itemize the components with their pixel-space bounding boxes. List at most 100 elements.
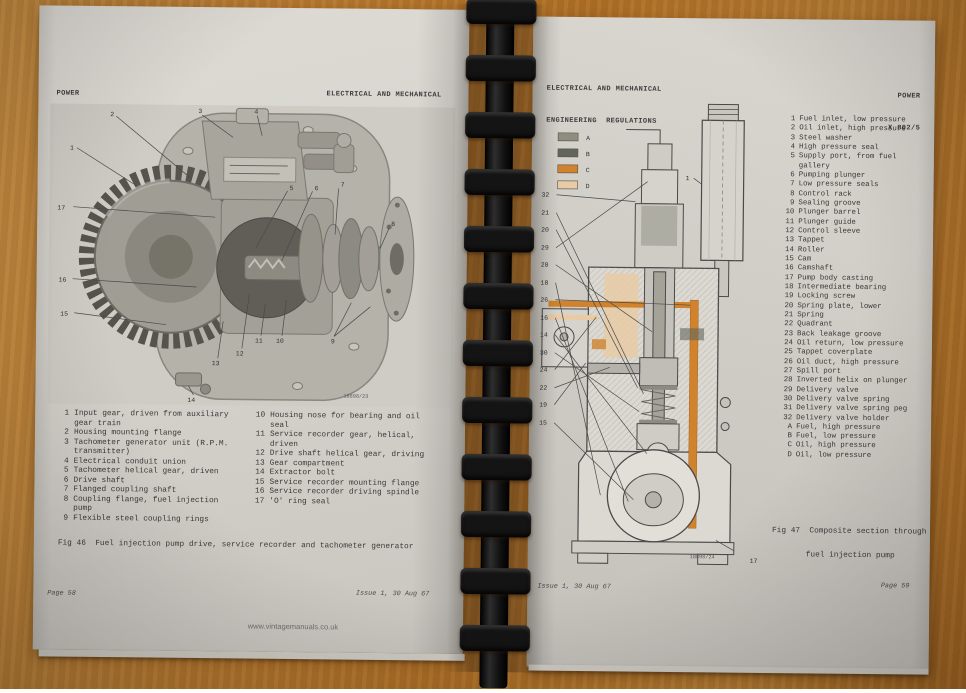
left-page: POWER X 802/5 ELECTRICAL AND MECHANICAL … <box>33 5 470 653</box>
binding-tooth <box>462 397 532 424</box>
part-label: Locking screw <box>797 293 928 304</box>
part-number: 1 <box>53 410 69 429</box>
part-number: 25 <box>780 348 793 357</box>
binding-tooth <box>463 283 533 310</box>
part-number: 14 <box>249 469 265 479</box>
legend-swatch-a <box>558 133 578 141</box>
figure-47-caption: Fig 47 Composite section through fuel in… <box>772 511 931 577</box>
parts-list-item: 18 Intermediate bearing <box>780 283 928 294</box>
part-label: Delivery valve <box>796 386 927 397</box>
legend-swatch-d <box>558 181 578 189</box>
binding-tooth <box>463 340 533 367</box>
part-number: 8 <box>52 495 68 514</box>
parts-list-item: 7 Low pressure seals <box>782 180 930 191</box>
parts-list-item: 32 Delivery valve holder <box>779 414 927 425</box>
pump-body <box>587 267 719 452</box>
part-label: Fuel inlet, low pressure <box>799 115 930 126</box>
parts-list-item: 5 Tachometer helical gear, driven <box>53 467 241 478</box>
part-number: 11 <box>249 431 265 450</box>
part-label: Tachometer generator unit (R.P.M. transm… <box>74 438 241 459</box>
parts-list-item: 1 Input gear, driven from auxiliary gear… <box>53 410 241 431</box>
parts-list-item: 14 Roller <box>781 246 929 257</box>
part-label: Input gear, driven from auxiliary gear t… <box>74 410 241 431</box>
parts-list-item: 13 Gear compartment <box>249 459 439 470</box>
fuel-inlet-cylinder <box>701 120 744 260</box>
parts-list-item: 10 Plunger barrel <box>781 208 929 219</box>
cam <box>623 473 684 526</box>
figure-reference-number: 18898/23 <box>343 394 368 400</box>
callout-number: 9 <box>331 338 335 345</box>
legend-swatch-c <box>558 165 578 173</box>
parts-list-item: 17 Pump body casting <box>781 274 929 285</box>
binding-tooth <box>460 625 530 652</box>
part-number: 12 <box>249 450 265 460</box>
parts-list-item: 23 Back leakage groove <box>780 330 928 341</box>
parts-list-item: 16 Service recorder driving spindle <box>248 488 438 499</box>
left-page-number: Page 58 <box>47 589 76 597</box>
callout-number: 6 <box>315 185 319 192</box>
low-pressure-oil-region <box>604 273 639 357</box>
part-number: 3 <box>53 438 69 457</box>
figure-46-caption: Fig 46 Fuel injection pump drive, servic… <box>58 540 450 552</box>
legend-label: D <box>586 183 590 190</box>
part-label: Delivery valve holder <box>796 414 927 425</box>
part-number: 28 <box>780 376 793 385</box>
binding-tooth <box>464 226 534 253</box>
callout-number: 7 <box>341 182 345 189</box>
parts-list-fig46-col2: 10 Housing nose for bearing and oil seal… <box>248 412 439 509</box>
part-number: 7 <box>52 485 68 495</box>
part-number: A <box>779 423 792 432</box>
part-number: 5 <box>53 467 69 477</box>
part-label: Service recorder gear, helical, driven <box>270 431 439 452</box>
part-label: Tachometer helical gear, driven <box>74 467 241 478</box>
parts-list-item: 9 Sealing groove <box>781 199 929 210</box>
legend-label: A <box>586 135 590 142</box>
callout-number: 3 <box>198 108 202 115</box>
parts-list-item: 24 Oil return, low pressure <box>780 339 928 350</box>
part-label: Oil return, low pressure <box>797 339 928 350</box>
part-number: 9 <box>52 514 68 524</box>
parts-list-item: 19 Locking screw <box>780 292 928 303</box>
parts-list-item: 3 Tachometer generator unit (R.P.M. tran… <box>53 438 241 459</box>
part-label: 'O' ring seal <box>269 497 438 508</box>
parts-list-item: 11 Plunger guide <box>781 218 929 229</box>
binding-tooth <box>461 511 531 538</box>
parts-list-item: 12 Drive shaft helical gear, driving <box>249 450 439 461</box>
part-number: 23 <box>780 330 793 339</box>
legend-label: B <box>586 151 590 158</box>
part-number: 12 <box>781 227 794 236</box>
binding-tooth <box>466 55 536 82</box>
callout-number: 13 <box>212 360 220 367</box>
parts-list-item: 5 Supply port, from fuel gallery <box>782 152 930 172</box>
part-number: 2 <box>782 124 795 133</box>
figure-47-composite-section: A B C D <box>538 101 783 578</box>
parts-list-item: C Oil, high pressure <box>779 442 927 453</box>
parts-list-item: 12 Control sleeve <box>781 227 929 238</box>
part-number: 11 <box>781 218 794 227</box>
parts-list-item: 6 Drive shaft <box>52 476 240 487</box>
part-label: Control rack <box>798 190 929 201</box>
callout-number: 17 <box>750 558 758 565</box>
part-number: 22 <box>780 320 793 329</box>
part-label: Quadrant <box>797 321 928 332</box>
part-number: B <box>779 432 792 441</box>
parts-list-item: 3 Steel washer <box>782 134 930 145</box>
part-number: 5 <box>782 152 795 171</box>
part-label: Plunger barrel <box>798 209 929 220</box>
right-page-issue: Issue 1, 30 Aug 67 <box>537 583 611 592</box>
part-number: 16 <box>248 488 264 498</box>
part-number: 17 <box>248 497 264 507</box>
part-number: 21 <box>780 311 793 320</box>
part-label: Control sleeve <box>798 227 929 238</box>
part-label: Oil inlet, high pressure <box>799 125 930 136</box>
part-number: 17 <box>781 274 794 283</box>
parts-list-item: 4 Electrical conduit union <box>53 457 241 468</box>
binding-tooth <box>462 454 532 481</box>
plunger-barrel <box>644 268 675 358</box>
parts-list-item: 22 Quadrant <box>780 320 928 331</box>
part-label: Pump body casting <box>798 274 929 285</box>
part-label: Spill port <box>797 367 928 378</box>
scanner-watermark-url: www.vintagemanuals.co.uk <box>153 621 433 633</box>
part-label: Delivery valve spring <box>796 395 927 406</box>
tachometer-generator <box>201 121 308 200</box>
